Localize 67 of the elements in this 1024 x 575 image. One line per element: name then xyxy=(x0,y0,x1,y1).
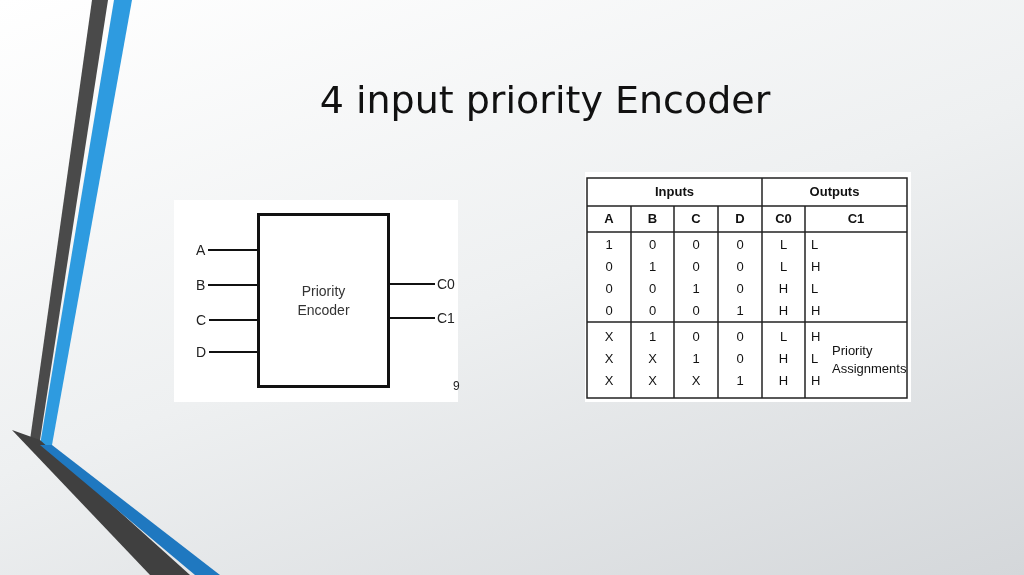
truth-value: H xyxy=(777,282,790,295)
truth-value: H xyxy=(777,374,790,387)
truth-value: X xyxy=(603,330,615,343)
truth-value: 0 xyxy=(735,330,745,343)
signal-line xyxy=(389,317,436,319)
truth-value: L xyxy=(778,238,789,251)
truth-value: H xyxy=(777,352,790,365)
input-label: A xyxy=(196,243,206,257)
truth-value: 1 xyxy=(647,260,658,273)
truth-value: 1 xyxy=(691,282,701,295)
input-label: D xyxy=(196,345,207,359)
group-header: Outputs xyxy=(808,185,861,198)
truth-value: X xyxy=(603,374,615,387)
truth-value: 0 xyxy=(691,260,701,273)
truth-value: L xyxy=(811,238,820,251)
signal-line xyxy=(208,319,258,321)
truth-value: H xyxy=(777,304,790,317)
truth-value: L xyxy=(778,330,789,343)
truth-value: 0 xyxy=(604,304,614,317)
column-header: B xyxy=(646,212,659,225)
truth-value: X xyxy=(690,374,702,387)
truth-value: H xyxy=(811,304,822,317)
column-header: A xyxy=(603,212,615,225)
truth-value: 0 xyxy=(735,260,745,273)
truth-value: H xyxy=(811,260,822,273)
column-header: C0 xyxy=(774,212,793,225)
truth-value: 0 xyxy=(735,282,745,295)
truth-value: 0 xyxy=(604,282,614,295)
truth-value: H xyxy=(811,330,822,343)
table-note: Priority Assignments xyxy=(832,342,904,378)
input-label: B xyxy=(196,278,206,292)
page-number: 9 xyxy=(453,380,460,392)
truth-value: 1 xyxy=(735,374,745,387)
truth-value: L xyxy=(811,352,820,365)
truth-value: 0 xyxy=(735,352,745,365)
column-header: C1 xyxy=(846,212,866,225)
truth-value: H xyxy=(811,374,822,387)
slide-title: 4 input priority Encoder xyxy=(318,78,772,122)
truth-value: 1 xyxy=(735,304,745,317)
signal-line xyxy=(208,351,258,353)
truth-value: 0 xyxy=(647,282,658,295)
truth-value: 0 xyxy=(691,238,701,251)
truth-value: 1 xyxy=(647,330,658,343)
truth-value: 1 xyxy=(604,238,614,251)
column-header: D xyxy=(734,212,746,225)
group-header: Inputs xyxy=(654,185,695,198)
signal-line xyxy=(207,284,258,286)
truth-value: X xyxy=(647,352,658,365)
truth-value: L xyxy=(778,260,789,273)
output-label: C1 xyxy=(437,311,455,325)
signal-line xyxy=(389,283,436,285)
truth-value: 0 xyxy=(647,304,658,317)
truth-value: 0 xyxy=(691,330,701,343)
truth-value: 0 xyxy=(647,238,658,251)
encoder-block xyxy=(257,213,390,388)
truth-value: 0 xyxy=(604,260,614,273)
truth-value: X xyxy=(647,374,658,387)
truth-value: 1 xyxy=(691,352,701,365)
block-label: Priority Encoder xyxy=(296,282,351,319)
signal-line xyxy=(207,249,258,251)
truth-value: L xyxy=(811,282,820,295)
truth-value: 0 xyxy=(735,238,745,251)
column-header: C xyxy=(690,212,702,225)
output-label: C0 xyxy=(437,277,455,291)
truth-value: 0 xyxy=(691,304,701,317)
input-label: C xyxy=(196,313,207,327)
truth-value: X xyxy=(603,352,615,365)
